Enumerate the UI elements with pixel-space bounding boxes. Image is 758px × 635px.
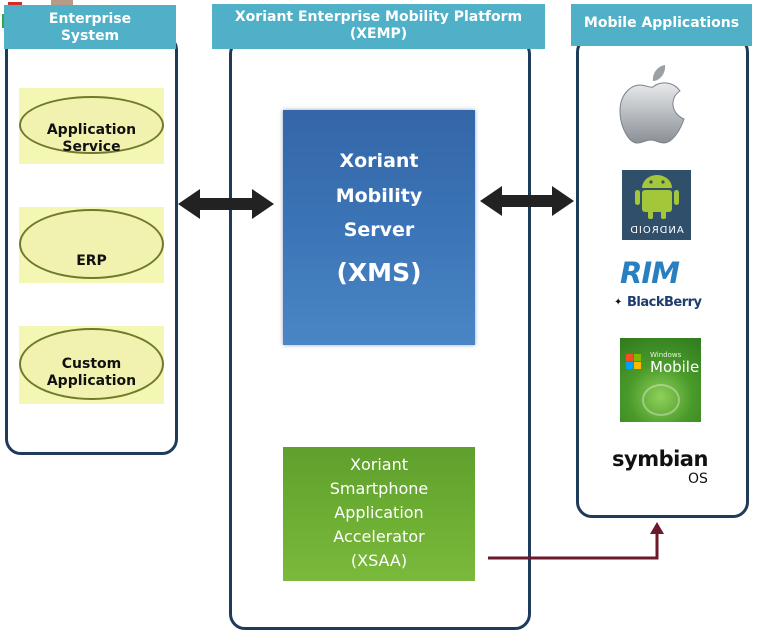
xms-abbr: (XMS) — [336, 258, 422, 287]
service-custom: Custom Application — [19, 326, 164, 404]
service-erp: ERP — [19, 207, 164, 283]
service-label: ERP — [76, 253, 107, 269]
symbian-text: symbian — [612, 447, 708, 471]
blackberry-dots-icon: ✦ — [614, 297, 623, 308]
service-application: Application Service — [19, 88, 164, 164]
android-robot-icon — [635, 175, 679, 219]
symbian-icon: symbian OS — [612, 447, 712, 491]
xsaa-line1: Xoriant — [350, 455, 408, 474]
xsaa-box: Xoriant Smartphone Application Accelerat… — [283, 447, 475, 581]
mobile-applications-header: Mobile Applications — [571, 4, 752, 46]
android-icon: ANDROID — [622, 170, 691, 240]
service-ellipse — [19, 96, 164, 154]
service-ellipse — [19, 328, 164, 400]
mobile-applications-title: Mobile Applications — [583, 15, 740, 31]
windows-small-text: Windows — [650, 351, 682, 359]
xemp-title: Xoriant Enterprise Mobility Platform (XE… — [234, 9, 523, 42]
xsaa-abbr: (XSAA) — [350, 551, 408, 570]
rim-blackberry-icon: RIM ✦ BlackBerry — [612, 257, 706, 313]
android-text: ANDROID — [629, 225, 684, 236]
xsaa-line2: Smartphone — [329, 479, 429, 498]
apple-icon — [619, 65, 685, 144]
enterprise-system-title: Enterprise System — [48, 11, 132, 44]
rim-text: RIM — [620, 256, 680, 290]
service-ellipse — [19, 209, 164, 279]
windows-mobile-text: Mobile — [650, 358, 700, 376]
windows-flag-icon — [626, 354, 642, 370]
service-label: Custom Application — [46, 356, 137, 389]
xms-line3: Server — [343, 219, 415, 241]
xsaa-to-mobile-connector — [488, 522, 664, 560]
xemp-header: Xoriant Enterprise Mobility Platform (XE… — [212, 4, 545, 49]
enterprise-system-header: Enterprise System — [4, 5, 176, 49]
service-label: Application Service — [46, 122, 137, 155]
xsaa-line4: Accelerator — [333, 527, 425, 546]
blackberry-text: BlackBerry — [627, 295, 702, 310]
xms-mobile-double-arrow — [480, 186, 574, 216]
windows-ring-icon — [642, 384, 680, 416]
enterprise-xms-double-arrow — [178, 189, 274, 219]
windows-mobile-icon: Windows Mobile — [620, 338, 701, 422]
xsaa-line3: Application — [334, 503, 424, 522]
symbian-os-text: OS — [688, 471, 708, 487]
xms-line2: Mobility — [335, 185, 423, 207]
xms-box: Xoriant Mobility Server (XMS) — [283, 110, 475, 345]
xms-line1: Xoriant — [339, 150, 419, 172]
